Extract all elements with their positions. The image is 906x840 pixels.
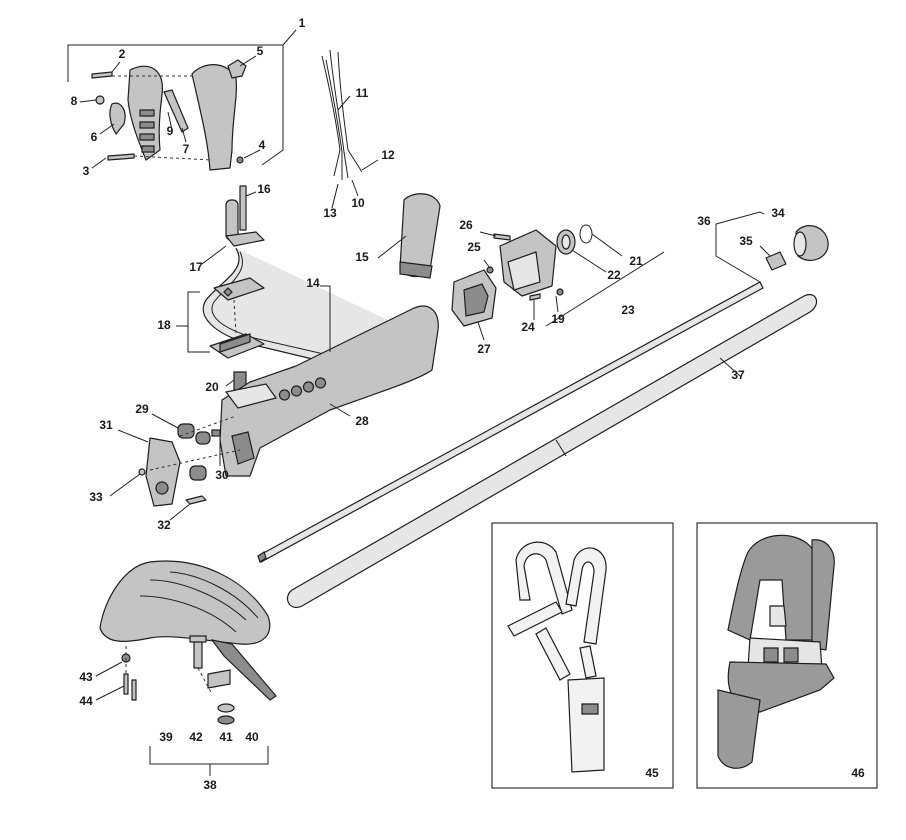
mount-bracket	[138, 415, 241, 507]
part-label: 30	[215, 468, 229, 482]
part-label: 46	[851, 766, 865, 780]
part-label: 3	[83, 164, 90, 178]
gear-head-group	[451, 224, 593, 327]
part-label: 34	[771, 206, 785, 220]
part-label: 9	[167, 124, 174, 138]
part-label: 35	[739, 234, 753, 248]
throttle-group	[67, 29, 297, 171]
part-label: 11	[356, 86, 369, 100]
drive-shaft	[257, 225, 829, 608]
part-label: 1	[299, 16, 306, 30]
part-label: 26	[459, 218, 473, 232]
part-label: 20	[205, 380, 219, 394]
part-label: 14	[306, 276, 320, 290]
motor-housing	[219, 305, 439, 477]
part-label: 44	[79, 694, 93, 708]
part-label: 41	[219, 730, 233, 744]
single-shoulder-harness-icon	[491, 522, 674, 789]
part-label: 36	[697, 214, 711, 228]
part-label: 23	[621, 303, 635, 317]
part-label: 13	[323, 206, 337, 220]
part-label: 40	[245, 730, 259, 744]
part-label: 16	[257, 182, 271, 196]
part-label: 6	[91, 130, 98, 144]
part-label: 27	[477, 342, 491, 356]
part-label: 10	[351, 196, 365, 210]
part-label: 43	[79, 670, 93, 684]
part-label: 7	[183, 142, 190, 156]
part-label: 8	[71, 94, 78, 108]
part-label: 25	[467, 240, 481, 254]
part-label: 33	[89, 490, 103, 504]
part-label: 28	[355, 414, 369, 428]
part-label: 37	[731, 368, 745, 382]
blade-guard	[99, 560, 277, 776]
part-label: 32	[157, 518, 171, 532]
part-label: 21	[629, 254, 643, 268]
double-shoulder-harness-icon	[696, 522, 878, 789]
part-label: 42	[189, 730, 203, 744]
part-label: 39	[159, 730, 173, 744]
part-label: 45	[645, 766, 659, 780]
part-label: 4	[259, 138, 266, 152]
part-label: 5	[257, 44, 264, 58]
part-label: 24	[521, 320, 535, 334]
part-label: 31	[99, 418, 113, 432]
leader-lines	[79, 55, 771, 701]
part-label: 18	[157, 318, 171, 332]
part-label: 38	[203, 778, 217, 792]
part-label: 12	[381, 148, 395, 162]
part-label: 17	[189, 260, 203, 274]
part-label: 22	[607, 268, 621, 282]
part-label: 19	[551, 312, 565, 326]
wire-harness	[321, 49, 363, 180]
part-label: 29	[135, 402, 149, 416]
part-label: 15	[355, 250, 369, 264]
part-label: 2	[119, 47, 126, 61]
